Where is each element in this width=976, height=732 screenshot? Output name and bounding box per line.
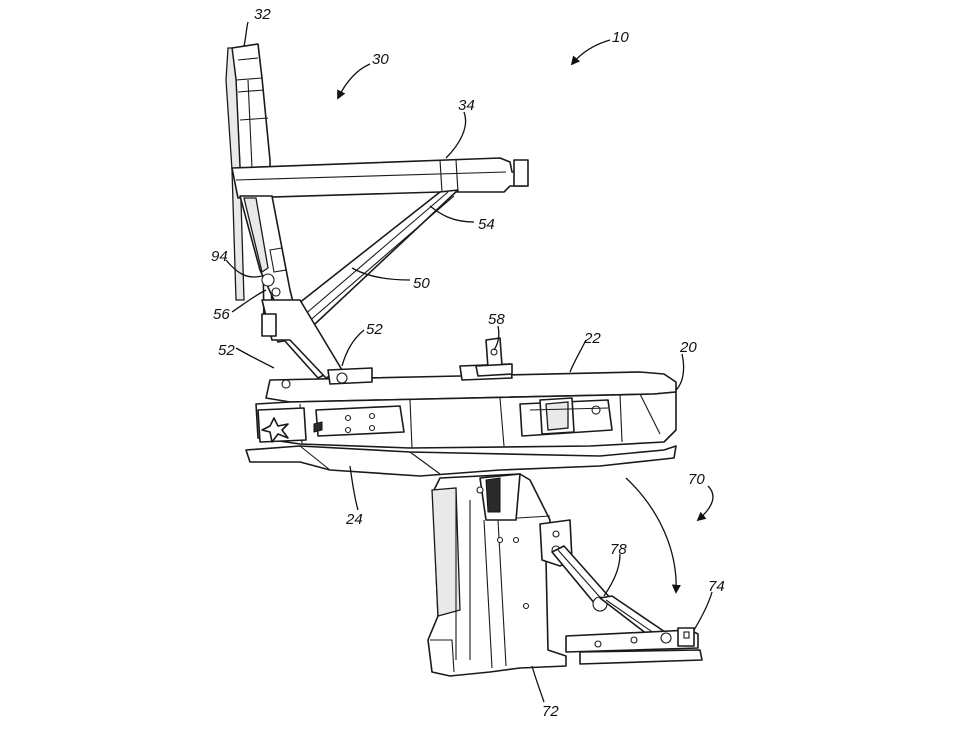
ref-70: 70: [688, 471, 705, 488]
ref-72: 72: [542, 703, 559, 720]
ref-32: 32: [254, 6, 271, 23]
ref-24: 24: [345, 511, 363, 528]
ref-20: 20: [679, 339, 697, 356]
pivot-lug-52: [281, 367, 373, 389]
ref-10: 10: [612, 29, 629, 46]
ref-78: 78: [610, 541, 627, 558]
linkage-78: [539, 519, 669, 645]
ref-22: 22: [583, 330, 601, 347]
base-frame-20: [245, 363, 677, 477]
ref-50: 50: [413, 275, 430, 292]
latch-hook-58: [475, 337, 513, 377]
leader-lines: [225, 21, 714, 703]
post-lower-frame: [239, 195, 343, 379]
ref-30: 30: [372, 51, 389, 68]
horizontal-arm-34: [231, 157, 529, 199]
ref-58: 58: [488, 311, 505, 328]
ref-74: 74: [708, 578, 725, 595]
ref-56: 56: [213, 306, 230, 323]
ref-94: 94: [211, 248, 228, 265]
ref-52-lower: 52: [218, 342, 235, 359]
ref-54: 54: [478, 216, 495, 233]
foot-plate-74: [565, 627, 703, 665]
lower-leg-72: [427, 473, 567, 677]
ref-34: 34: [458, 97, 475, 114]
ref-52-upper: 52: [366, 321, 383, 338]
reference-numerals: 32 10 30 34 54 94 50 56 58 52 22 20 52 7…: [211, 6, 725, 720]
